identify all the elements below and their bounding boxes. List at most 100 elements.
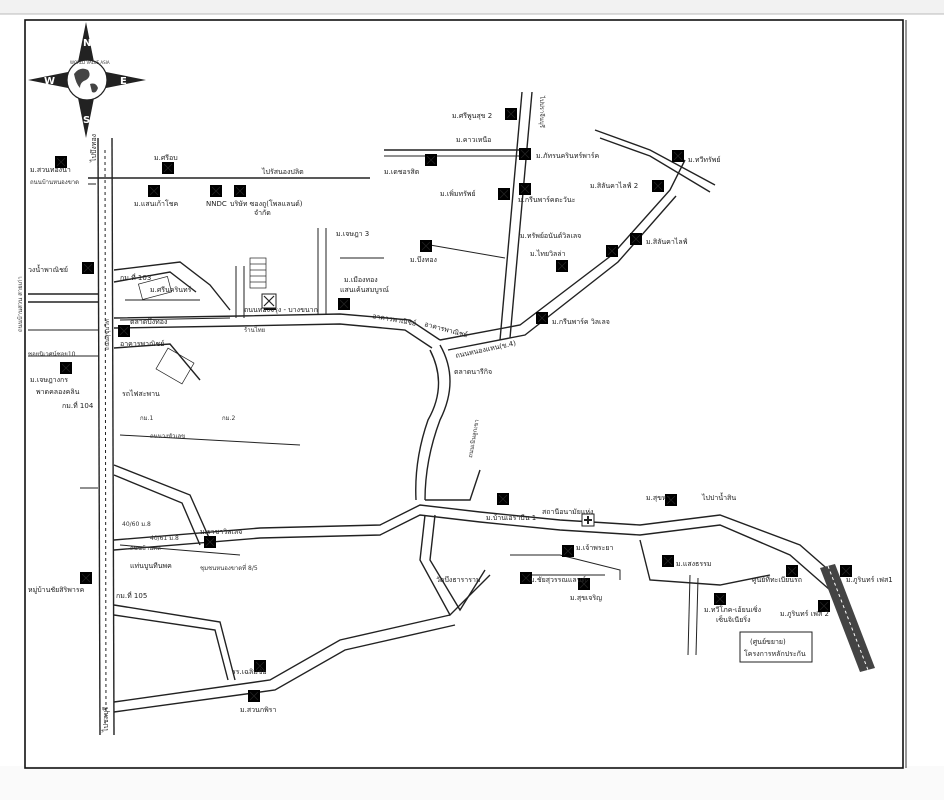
label-green-park: ม.กรีนพาร์คตะวันะ xyxy=(518,196,576,204)
label-tbs: ม.ศรีอบ xyxy=(154,154,178,162)
legend-box xyxy=(739,631,813,663)
compass-ring-text: WORLD VALUE ASIA xyxy=(70,60,110,65)
label-kai-ko: ไปปาน้ำสิน xyxy=(701,491,736,502)
label-green-park-v: ม.กรีนพาร์ค วิลเลจ xyxy=(552,318,610,326)
landmark-icon xyxy=(661,554,675,568)
label-thai-sot: ร้านไทย xyxy=(244,326,265,334)
label-ta-hua: ไปชลบุรี xyxy=(101,707,110,733)
map-frame xyxy=(24,19,904,769)
label-center: ศูนย์ทีทะเบียนรถ xyxy=(752,576,802,584)
label-moo-nong-road: ถนนทองจรุง - บางขนาก xyxy=(244,306,318,314)
label-arkan3: อาคารพาณิชย์ xyxy=(423,320,468,339)
label-saen-charoen: ม.แสงธรรม xyxy=(676,560,711,568)
landmark-icon xyxy=(147,184,161,198)
landmark-icon xyxy=(535,311,549,325)
landmark-icon xyxy=(671,149,685,163)
label-soi-p: ถนนบ้านคล xyxy=(130,545,161,552)
label-chai: ม.ชัยสุวรรณแลนด์ xyxy=(530,576,586,584)
map-labels: ไปรัสนองปลิต ม.ศรีอบ ม.สวนทองนา ถนนบ้านห… xyxy=(17,95,893,733)
label-suan-station: ไปบึงทอง xyxy=(89,134,98,163)
label-side-road2: ถนนสุขุมวิท xyxy=(104,319,111,350)
label-kil-1: กม.1 xyxy=(140,415,153,422)
label-phum-thong: ม.บึงทอง xyxy=(410,255,437,264)
landmark-icon xyxy=(203,535,217,549)
landmark-icon xyxy=(117,324,131,338)
scan-top-edge xyxy=(0,0,944,14)
label-sap-anan: ม.ทรัพย์อนันต์วิลเลจ xyxy=(520,232,581,240)
label-nong-khok: ถนนบ้านหนองขาด xyxy=(30,179,79,186)
landmark-icon xyxy=(209,184,223,198)
label-chet-supan: ม.เจษฎางกร xyxy=(30,376,68,384)
label-rachawilai: ม.ราชาวิลเลจ xyxy=(200,528,242,536)
label-silathi: ม.สิลันคาไลฟ์ xyxy=(646,237,688,246)
label-baan-ratri: ม.บ้านเอราบีน 1 xyxy=(486,514,536,522)
label-pat-khlong: พาดคลองคลิน xyxy=(36,388,80,396)
label-chao-phrao: ม.เจ้าพระยา xyxy=(576,544,613,552)
label-baan-nong: ถนนบ้านสวน สายเก่า xyxy=(17,276,24,332)
label-side-road: ไปปราจีนบุรี xyxy=(538,95,546,129)
landmark-icon xyxy=(59,361,73,375)
label-station: สถานีอนามัยแห่ง xyxy=(542,508,593,516)
landmark-icon xyxy=(247,689,261,703)
label-talat-kit: ตลาดนารีกิจ xyxy=(454,368,492,376)
landmark-icon xyxy=(561,544,575,558)
landmark-icon xyxy=(233,184,247,198)
compass-n: N xyxy=(83,38,91,49)
label-thawi: ม.ทวีทรัพย์ xyxy=(688,156,720,164)
label-rot: รถไฟสะพาน xyxy=(122,389,160,398)
landmark-icon xyxy=(518,182,532,196)
legend-line2: โครงการหลักประกัน xyxy=(744,649,806,658)
label-silathi2: ม.สิลันคาไลฟ์ 2 xyxy=(590,181,638,190)
label-phumthap: ม.เพิ่มทรัพย์ xyxy=(440,189,476,198)
label-km105: กม.ที่ 105 xyxy=(116,591,147,600)
label-thai-villa: ม.ไทยวิลล่า xyxy=(530,249,566,258)
label-mom-ko2: เซ็นจิเนียริ่ง xyxy=(716,615,751,624)
label-phatthana: ม.ภัทรนครินทร์พาร์ค xyxy=(536,152,600,160)
label-talat: ตลาดบึงทอง xyxy=(130,317,167,326)
label-arkan: อาคารพาณิชย์ xyxy=(120,340,164,348)
scan-bottom-edge xyxy=(0,766,944,800)
landmark-icon xyxy=(161,161,175,175)
label-nan: แท่นบูนทีนพค xyxy=(130,562,172,570)
landmark-icon xyxy=(337,297,351,311)
label-jetsada3: ม.เจษฎา 3 xyxy=(336,230,369,238)
legend-line1: (ศูนย์ขยาย) xyxy=(750,638,786,646)
road-network xyxy=(28,91,875,736)
label-dekh-sathit: ม.เดชอรสิต xyxy=(384,168,420,176)
label-sriphun2: ม.ศรีพูนสุข 2 xyxy=(452,112,492,120)
landmark-icon xyxy=(518,147,532,161)
landmark-icon xyxy=(651,179,665,193)
landmark-icon xyxy=(713,592,727,606)
school-flag-icon xyxy=(261,293,277,309)
label-wat-nong: วัดบึงธาราราม xyxy=(436,575,481,584)
compass-s: S xyxy=(83,115,90,126)
landmark-icon xyxy=(497,187,511,201)
label-saen-sawat: แสนเค้นสมบูรณ์ xyxy=(340,286,390,294)
label-company2: จำกัด xyxy=(254,209,271,217)
landmark-icon xyxy=(605,244,619,258)
label-km103: กม.ที่ 103 xyxy=(120,273,151,282)
label-phurin2: ม.ภูรินทร์ เฟส 2 xyxy=(780,610,829,618)
landmark-icon xyxy=(419,239,433,253)
landmark-icon xyxy=(424,153,438,167)
label-rama2: 40/61 ม.8 xyxy=(150,535,179,542)
label-phurin: ม.ภูรินทร์ เฟส1 xyxy=(846,576,893,584)
compass-e: E xyxy=(120,76,127,87)
landmark-icon xyxy=(81,261,95,275)
railway xyxy=(820,564,875,672)
label-nndc: NNDC xyxy=(206,200,227,208)
label-soi10: ซอยนิเวศน์ซอย10 xyxy=(28,350,76,358)
label-noen-pluang: ไปรัสนองปลิต xyxy=(261,167,304,176)
label-khao-nue: ม.คาวเหนือ xyxy=(456,136,491,144)
label-arkan2: อาคารพาณิชย์ xyxy=(372,312,417,328)
label-city-road: ถนนเนินลูกเขา xyxy=(467,419,481,459)
label-kil-2: กม.2 xyxy=(222,415,235,422)
label-sukha: ม.สุขหา xyxy=(646,494,671,502)
landmark-icon xyxy=(496,492,510,506)
label-muang-thong: ม.เมืองทอง xyxy=(344,276,378,284)
label-chalerm: รร.เฉลิมชัย xyxy=(232,668,267,676)
health-center-icon xyxy=(581,513,595,527)
label-khon-bun: ม.สุขเจริญ xyxy=(570,594,602,602)
label-wat: วงน้ำพาณิชย์ xyxy=(28,263,68,274)
